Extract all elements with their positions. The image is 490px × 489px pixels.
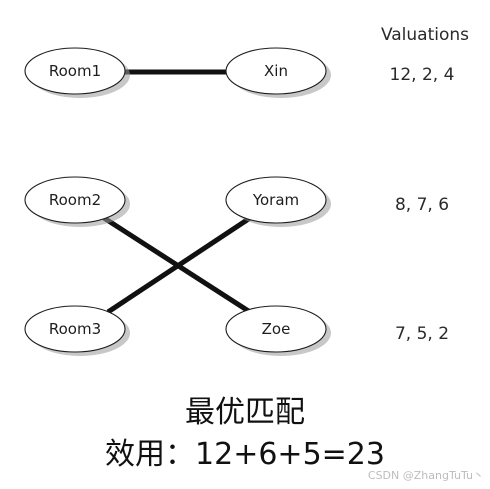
node-yoram: Yoram — [225, 176, 331, 227]
node-room2-label: Room2 — [49, 191, 101, 209]
node-room2: Room2 — [24, 176, 130, 227]
node-zoe-label: Zoe — [262, 320, 291, 338]
node-xin: Xin — [225, 47, 331, 98]
caption-title: 最优匹配 — [185, 395, 305, 430]
valuation-zoe: 7, 5, 2 — [395, 324, 449, 344]
node-room3: Room3 — [24, 305, 130, 356]
caption-utility: 效用：12+6+5=23 — [105, 437, 385, 472]
node-room1-label: Room1 — [49, 62, 101, 80]
node-xin-label: Xin — [264, 62, 288, 80]
node-yoram-label: Yoram — [252, 191, 299, 209]
node-room3-label: Room3 — [49, 320, 101, 338]
valuations-header: Valuations — [381, 25, 469, 45]
watermark: CSDN @ZhangTuTu丶 — [367, 469, 484, 482]
node-room1: Room1 — [24, 47, 130, 98]
node-zoe: Zoe — [225, 305, 331, 356]
valuation-xin: 12, 2, 4 — [390, 65, 455, 85]
valuation-yoram: 8, 7, 6 — [395, 195, 449, 215]
edge-room3-yoram — [106, 215, 252, 315]
